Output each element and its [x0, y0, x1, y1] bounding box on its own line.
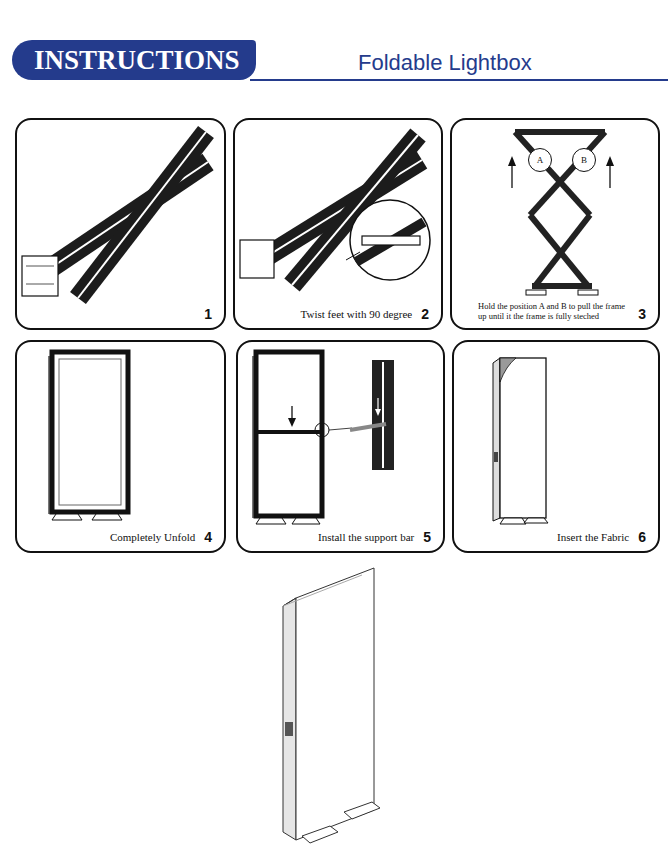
step-instruction: Completely Unfold — [110, 531, 195, 544]
step-number: 4 — [204, 530, 212, 544]
box-edge — [283, 575, 362, 606]
end-cap — [22, 256, 58, 296]
position-letter: B — [581, 155, 587, 165]
frame-bar — [530, 132, 605, 215]
foot — [524, 518, 548, 523]
down-arrow — [291, 406, 292, 420]
folded-frame — [22, 132, 208, 298]
step-panel: Completely Unfold 4 — [15, 340, 226, 553]
foot — [500, 518, 526, 524]
foot-plate — [362, 236, 420, 245]
rotation-mark — [346, 252, 360, 260]
frame-inner — [59, 359, 121, 505]
foot — [92, 514, 122, 520]
detail-leader — [329, 428, 352, 430]
box-front — [500, 358, 546, 518]
step-number: 1 — [204, 307, 212, 321]
magnifier — [350, 200, 430, 280]
arrow-head — [508, 156, 516, 166]
frame-bar — [515, 129, 605, 135]
step-panel: 1 — [15, 118, 226, 330]
position-circle: B — [572, 148, 596, 172]
subtitle: Foldable Lightbox — [358, 50, 532, 76]
foot — [578, 290, 598, 295]
detail-highlight — [382, 362, 384, 468]
arrow-head — [288, 418, 296, 427]
end-cap-line — [26, 266, 54, 267]
pull-arrow — [511, 164, 512, 188]
step-number: 6 — [638, 530, 646, 544]
box-side — [283, 598, 296, 840]
step-instruction: Twist feet with 90 degree — [301, 308, 413, 321]
step-number: 3 — [638, 307, 646, 321]
step-caption: Twist feet with 90 degree 2 — [301, 307, 429, 321]
step-instruction: Insert the Fabric — [557, 531, 629, 544]
step-caption: Install the support bar 5 — [318, 530, 431, 544]
frame — [256, 352, 322, 516]
position-letter: A — [537, 155, 544, 165]
fabric-box — [493, 358, 548, 524]
detail-circle — [315, 423, 329, 437]
magnified-bar — [356, 222, 424, 262]
step-caption: Completely Unfold 4 — [110, 530, 212, 544]
frame-bar — [530, 215, 588, 286]
step-instruction: Install the support bar — [318, 531, 414, 544]
frame-support-bar — [253, 352, 394, 524]
frame-highlight — [78, 132, 206, 298]
foot — [526, 290, 546, 295]
title-banner: INSTRUCTIONS — [12, 40, 256, 80]
box-front — [296, 568, 374, 840]
step-caption: 1 — [204, 307, 212, 321]
frame-clip — [285, 722, 293, 736]
step-panel: Insert the Fabric 6 — [452, 340, 660, 553]
step-caption: Insert the Fabric 6 — [557, 530, 646, 544]
detail-arrow — [377, 398, 378, 410]
frame-bar — [515, 132, 590, 215]
box-side — [493, 358, 500, 521]
pull-arrow — [609, 164, 610, 188]
support-bar — [258, 430, 320, 434]
position-circle: A — [528, 148, 552, 172]
header-rule — [250, 79, 668, 81]
unfolded-frame — [49, 352, 128, 520]
end-cap-line — [26, 284, 54, 285]
frame-bar — [78, 132, 206, 298]
arrow-head — [606, 156, 614, 166]
foot — [292, 518, 320, 524]
folded-frame-feet — [240, 135, 430, 285]
step-number: 5 — [423, 530, 431, 544]
detail-rod — [350, 424, 386, 430]
end-cap — [240, 240, 274, 278]
foot — [52, 514, 82, 520]
step-panel: Twist feet with 90 degree 2 — [233, 118, 443, 330]
arrow-head — [375, 409, 381, 416]
step-caption: Hold the position A and B to pull the fr… — [478, 301, 646, 321]
fabric-corner — [500, 358, 516, 382]
frame-clip — [494, 452, 498, 462]
frame-bar — [532, 283, 592, 289]
step-panel: Hold the position A and B to pull the fr… — [450, 118, 660, 330]
finished-lightbox — [283, 568, 380, 843]
scissor-frame — [508, 132, 614, 295]
foot — [256, 518, 286, 524]
step-number: 2 — [421, 307, 429, 321]
step-panel: Install the support bar 5 — [236, 340, 445, 553]
step-instruction: Hold the position A and B to pull the fr… — [478, 301, 629, 321]
detail-profile — [372, 360, 394, 470]
foot — [302, 826, 338, 843]
foot — [344, 802, 380, 819]
frame — [52, 352, 128, 512]
